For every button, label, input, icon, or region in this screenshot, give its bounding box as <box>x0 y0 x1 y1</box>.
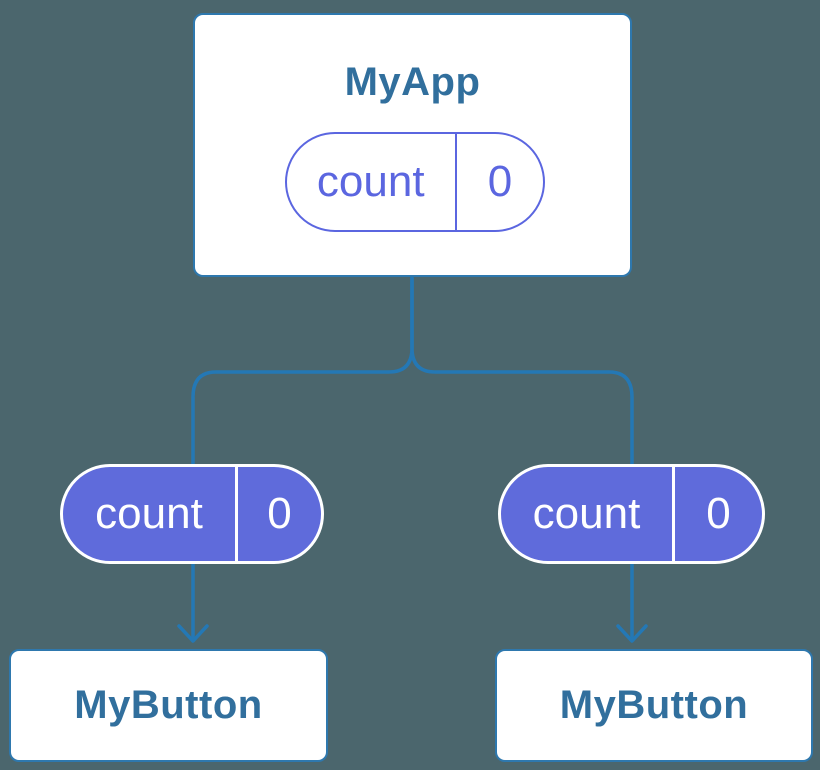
state-pill-divider <box>454 134 457 230</box>
branch-line-right <box>410 276 634 640</box>
component-node-mybutton-right: MyButton <box>495 649 813 762</box>
component-node-mybutton-left: MyButton <box>9 649 328 762</box>
mybutton-left-label: MyButton <box>74 683 263 727</box>
component-node-myapp: MyApp count 0 <box>193 13 632 277</box>
prop-pill-right-name: count <box>532 489 641 538</box>
prop-pill-left-divider <box>235 467 238 561</box>
prop-pill-right-value: 0 <box>706 489 731 538</box>
state-pill-name: count <box>316 157 425 206</box>
prop-pill-right: count 0 <box>498 464 765 564</box>
state-pill: count 0 <box>285 132 545 232</box>
state-pill-value: 0 <box>487 157 513 206</box>
prop-pill-right-divider <box>672 467 675 561</box>
arrowhead-left-icon <box>177 624 209 643</box>
arrowhead-right-icon <box>616 624 648 643</box>
prop-pill-left-value: 0 <box>267 489 292 538</box>
mybutton-right-label: MyButton <box>559 683 749 727</box>
prop-pill-left: count 0 <box>60 464 324 564</box>
myapp-label: MyApp <box>344 60 481 104</box>
branch-line-left <box>191 276 414 640</box>
prop-pill-left-name: count <box>95 489 203 538</box>
